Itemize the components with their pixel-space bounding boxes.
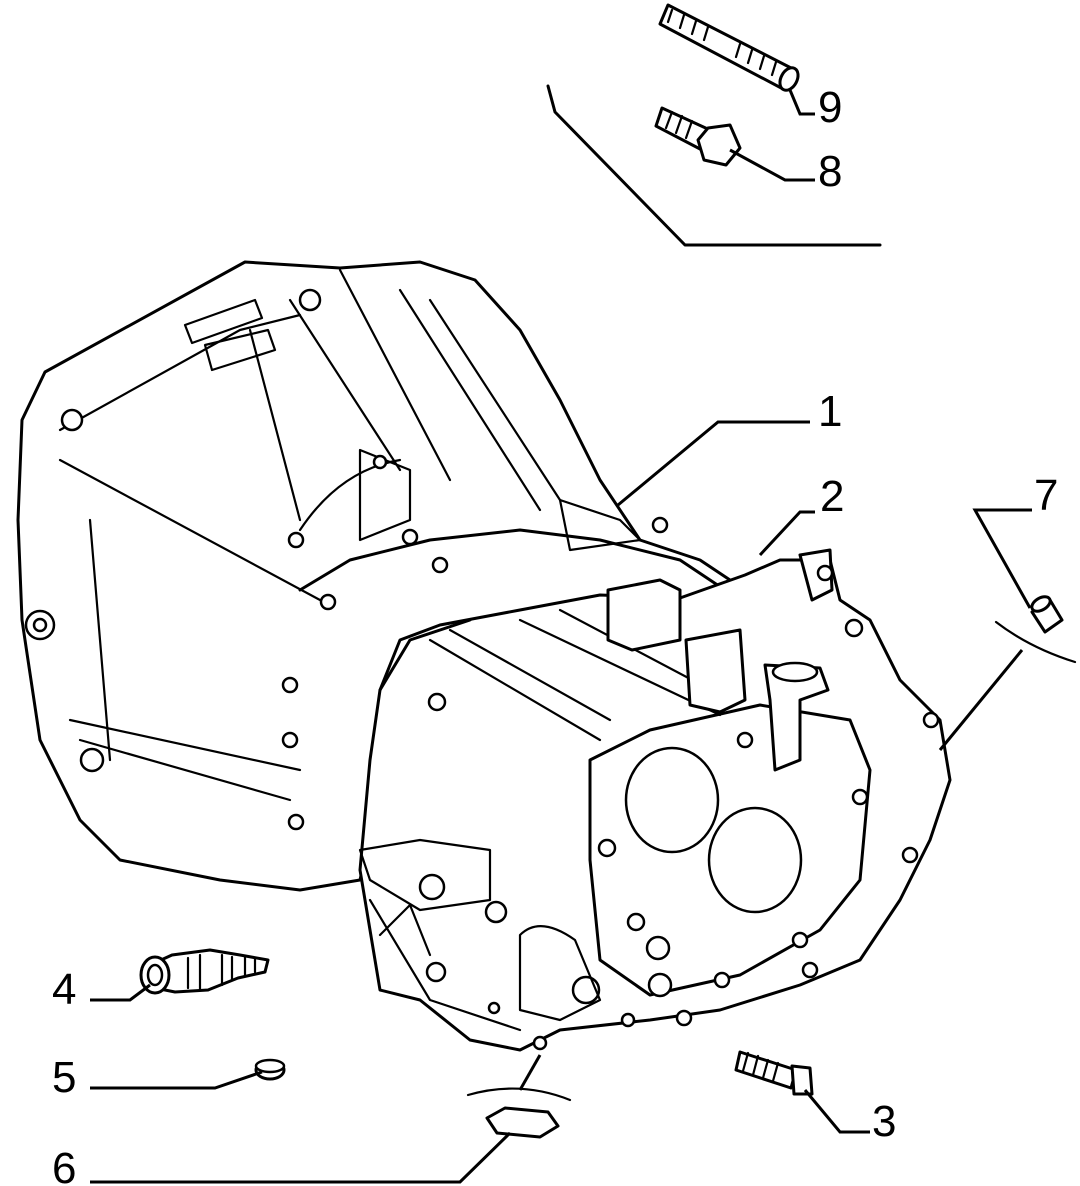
leader-1 <box>617 420 810 507</box>
leader-8 <box>729 148 815 182</box>
dowel-sleeve-part-7 <box>938 595 1077 751</box>
callout-8: 8 <box>818 147 842 196</box>
gasket-part-6 <box>466 1054 572 1139</box>
sensor-switch-part-4 <box>139 948 270 995</box>
stud-part-9 <box>658 3 800 92</box>
leader-2 <box>758 510 815 557</box>
callout-1: 1 <box>818 387 842 436</box>
leader-4 <box>90 983 151 1002</box>
bolt-part-3 <box>734 1050 814 1096</box>
callout-7: 7 <box>1034 471 1058 520</box>
kit-bracket-line <box>546 84 882 247</box>
hex-bolt-part-8 <box>654 106 742 167</box>
leader-7 <box>972 508 1032 609</box>
callout-5: 5 <box>52 1053 76 1102</box>
callout-4: 4 <box>52 965 76 1014</box>
callout-2: 2 <box>820 472 844 521</box>
callout-3: 3 <box>872 1097 896 1146</box>
leader-3 <box>803 1089 870 1134</box>
leader-9 <box>788 89 815 116</box>
leader-6 <box>90 1131 512 1184</box>
clutch-housing-part-1 <box>16 260 762 892</box>
gearbox-casing-part-2 <box>358 548 952 1052</box>
leader-5 <box>90 1070 263 1090</box>
plug-part-5 <box>254 1058 286 1081</box>
callout-6: 6 <box>52 1144 76 1186</box>
callout-9: 9 <box>818 83 842 132</box>
